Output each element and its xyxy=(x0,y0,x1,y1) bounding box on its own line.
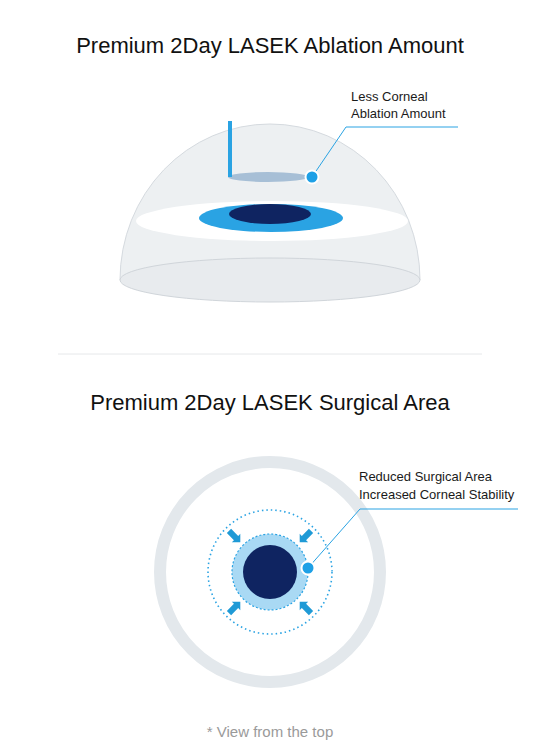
leader-line xyxy=(312,127,458,177)
section-title: Premium 2Day LASEK Ablation Amount xyxy=(0,33,540,59)
outer-cornea-ring xyxy=(160,462,380,682)
pupil xyxy=(229,204,311,224)
leader-line xyxy=(308,509,518,568)
inward-arrow xyxy=(295,597,315,617)
inward-arrows xyxy=(225,527,316,618)
callout-label: Less Corneal Ablation Amount xyxy=(351,88,469,122)
inward-arrow xyxy=(295,527,315,547)
iris xyxy=(199,204,343,232)
caption: * View from the top xyxy=(0,723,540,740)
laser-beam xyxy=(228,121,232,177)
callout-dot xyxy=(302,562,315,575)
inward-arrow xyxy=(225,597,245,617)
inward-arrow xyxy=(225,527,245,547)
dome-base xyxy=(120,258,420,302)
cornea-dome xyxy=(120,124,420,280)
pupil-top xyxy=(243,545,297,599)
callout-label: Reduced Surgical Area xyxy=(359,468,492,485)
iris-plane xyxy=(136,201,408,241)
reduced-area-circle xyxy=(232,534,308,610)
callout-dot xyxy=(306,171,319,184)
previous-area-circle xyxy=(208,510,332,634)
divider xyxy=(58,354,482,355)
section-title: Premium 2Day LASEK Surgical Area xyxy=(0,390,540,416)
ablation-zone xyxy=(228,172,308,182)
callout-label: Increased Corneal Stability xyxy=(359,486,514,503)
